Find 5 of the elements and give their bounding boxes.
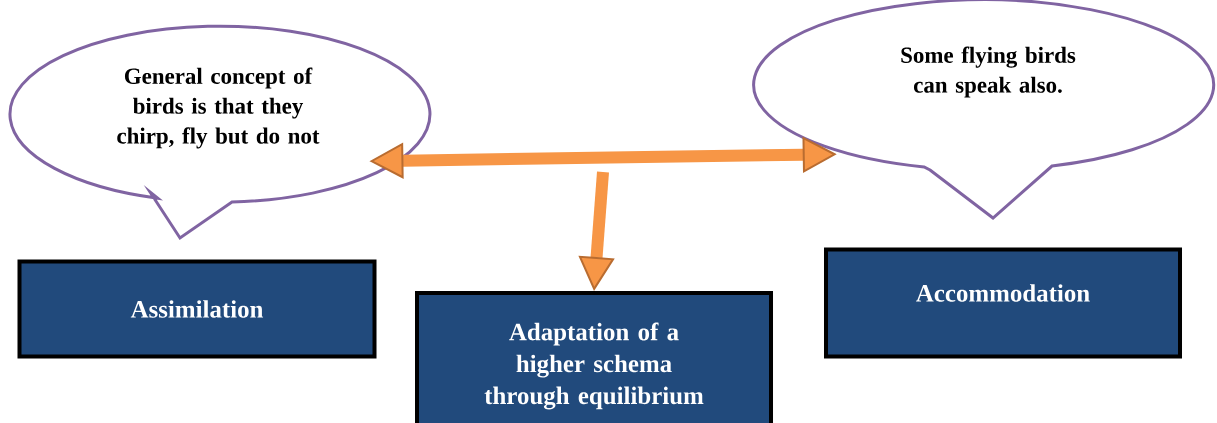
label-box: Assimilation: [17, 259, 377, 359]
speech-bubble: General concept of birds is that they chirp, fly but do not: [8, 24, 432, 240]
speech-bubble: Some flying birds can speak also.: [752, 0, 1216, 220]
label-box: Adaptation of a higher schema through equilibrium: [415, 291, 773, 423]
label-box: Accommodation: [824, 247, 1182, 359]
